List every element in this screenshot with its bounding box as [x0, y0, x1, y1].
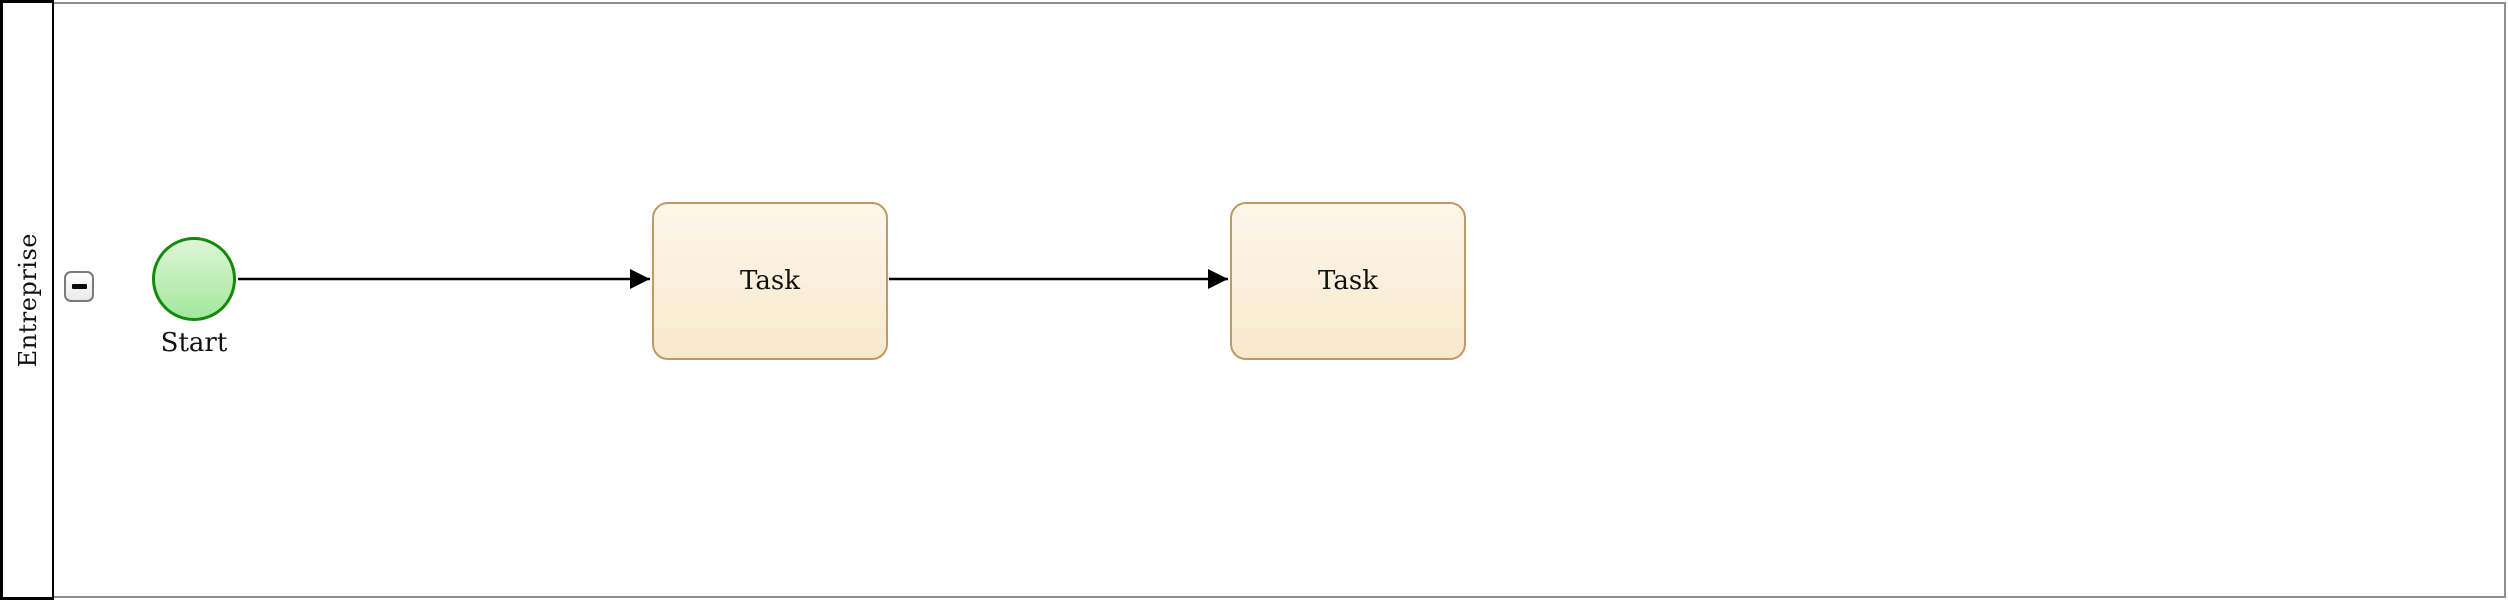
- pool-label: Entreprise: [13, 232, 42, 368]
- pool-collapse-button[interactable]: [64, 271, 94, 302]
- start-event-label: Start: [160, 328, 228, 358]
- task-1-label: Task: [740, 266, 800, 296]
- minus-icon: [71, 284, 87, 289]
- pool-label-strip: Entreprise: [0, 0, 54, 600]
- task-2-label: Task: [1318, 266, 1378, 296]
- task-node-1[interactable]: Task: [652, 202, 888, 360]
- task-node-2[interactable]: Task: [1230, 202, 1466, 360]
- start-event-node[interactable]: [152, 237, 236, 321]
